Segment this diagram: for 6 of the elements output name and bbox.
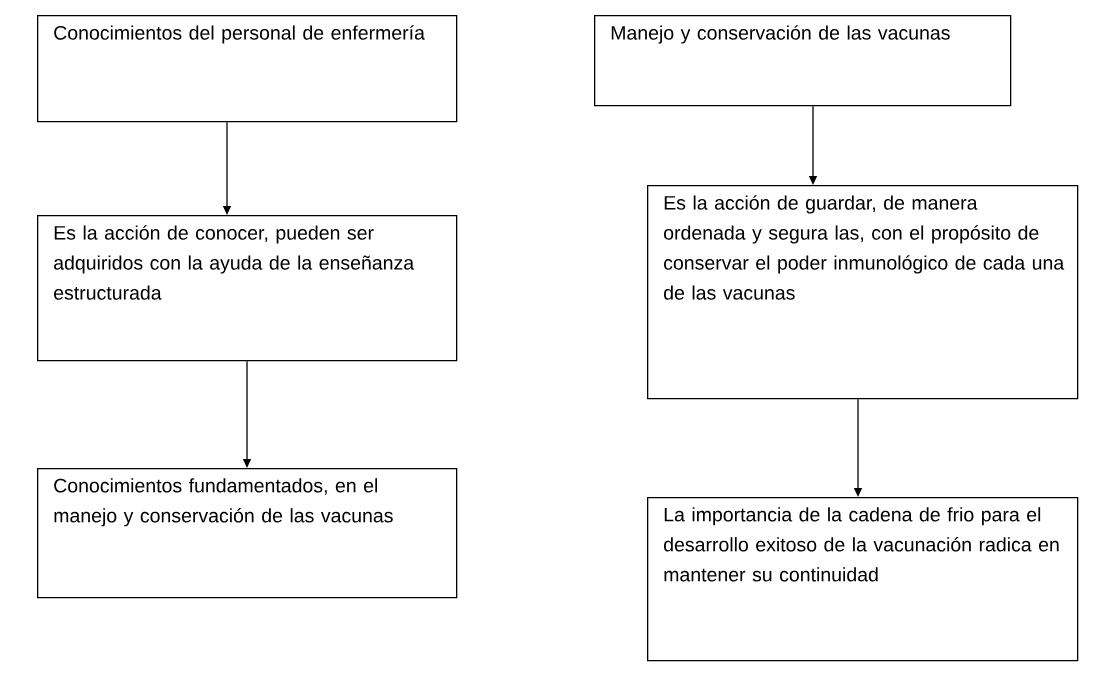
process-box: Es la acción de conocer, pueden ser adquiridos con la ayuda de la enseñanza estructurada [37,215,458,362]
process-box: Conocimientos del personal de enfermería [37,15,458,123]
process-box: Conocimientos fundamentados, en el manejo y conservación de las vacunas [37,468,458,599]
process-box: Manejo y conservación de las vacunas [594,15,1012,107]
process-box: La importancia de la cadena de frio para el desarrollo exitoso de la vacunación radica en mantener su continuidad [647,497,1079,662]
process-box: Es la acción de guardar, de manera ordenada y segura las, con el propósito de conservar el poder inmunológico de cada una de las vacunas [647,185,1079,400]
